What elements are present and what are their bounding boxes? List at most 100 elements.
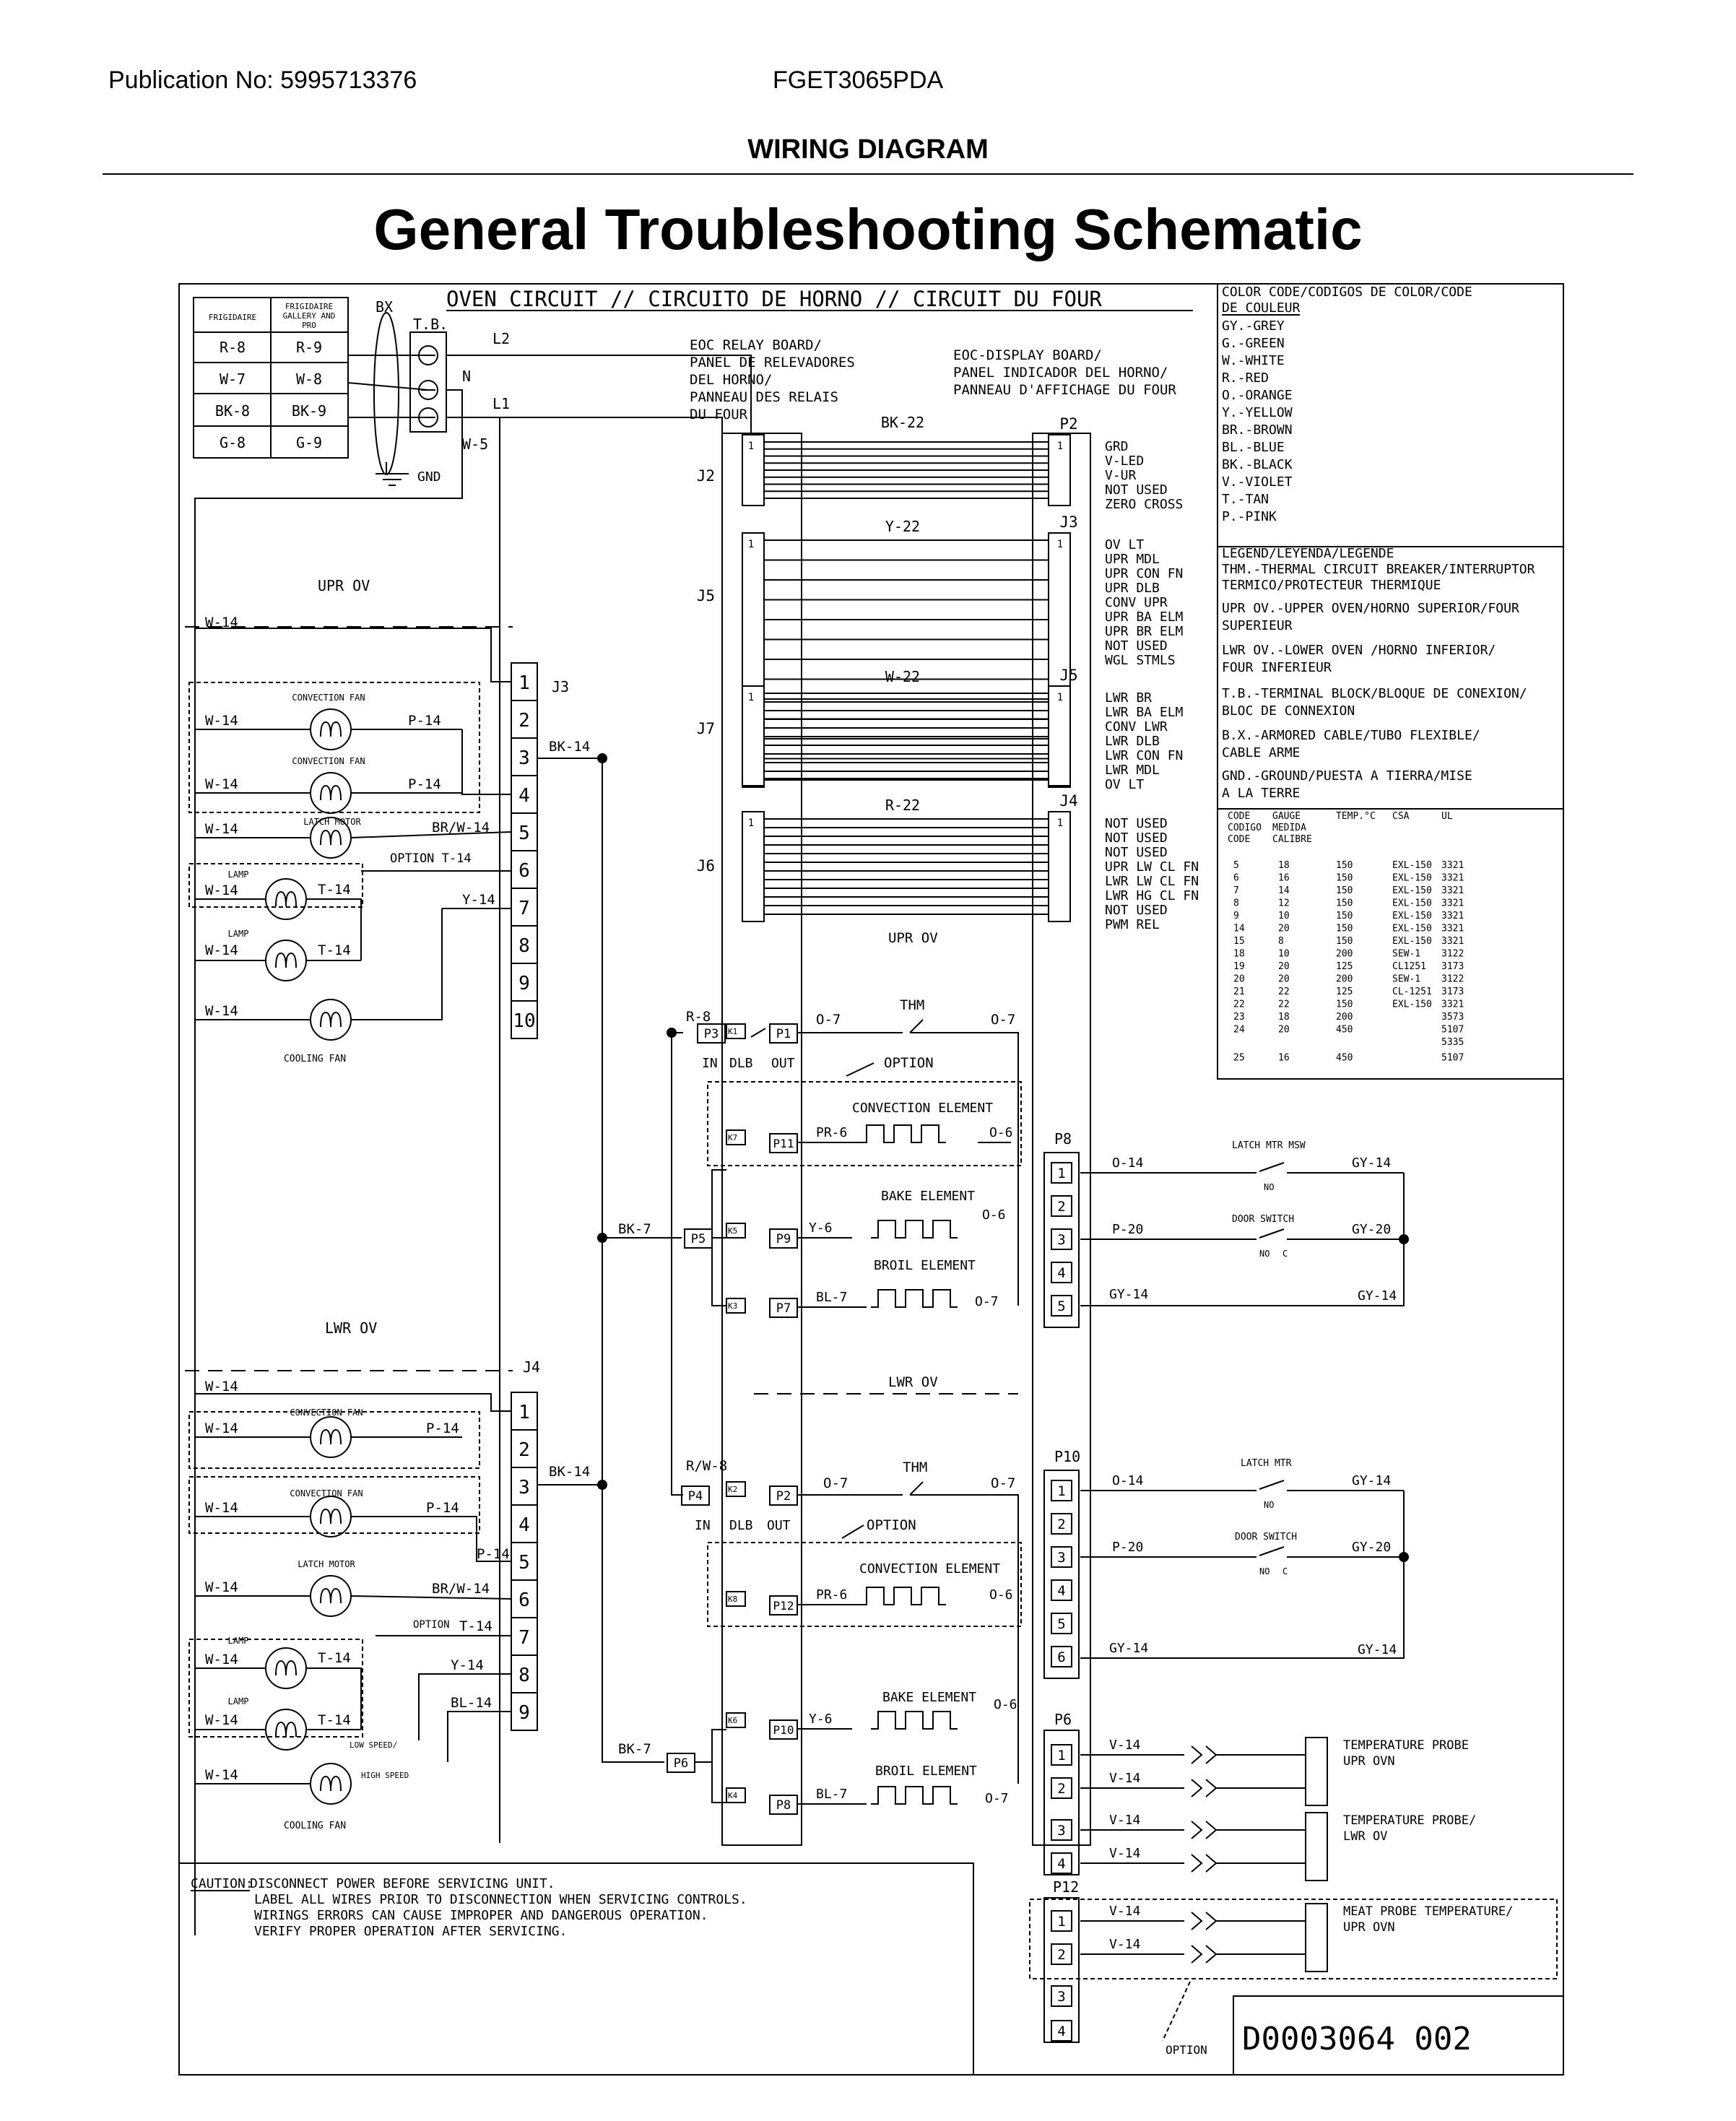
oven-circuit-title: OVEN CIRCUIT // CIRCUITO DE HORNO // CIR… (446, 287, 1102, 311)
p4-plug (681, 1485, 710, 1506)
harness-signal: UPR CON FN (1105, 566, 1183, 581)
gauge-header: CODE (1228, 811, 1250, 822)
legend-line: FOUR INFERIEUR (1222, 660, 1332, 675)
probe-connector (1191, 1854, 1203, 1873)
caution-label: CAUTION: (191, 1876, 253, 1891)
probe-connector (1191, 1779, 1203, 1797)
harness-signal: OV LT (1105, 537, 1144, 552)
thm-label: THM (900, 997, 924, 1013)
meat-probe-label: UPR OVN (1343, 1920, 1395, 1935)
brand-cell: W-7 (220, 370, 246, 388)
wire-y14 (351, 908, 443, 1020)
doc-number-box (1233, 1995, 1564, 2076)
header-rule (103, 173, 1633, 175)
w14-label: W-14 (205, 776, 238, 792)
j4-pin: 3 (518, 1477, 530, 1498)
lamp-box (188, 1639, 363, 1738)
j3-label: J3 (552, 678, 569, 695)
bl14-label: BL-14 (451, 1695, 492, 1711)
switch-contact (1259, 1546, 1285, 1556)
j4-label: J4 (523, 1358, 540, 1376)
convection-fan-box (188, 1411, 480, 1469)
wire-l2-to-relay (446, 355, 752, 433)
bx-label: BX (376, 298, 393, 316)
gauge-cell: 125 (1336, 986, 1353, 997)
p8-plug-label: P8 (776, 1798, 791, 1813)
gauge-header: CSA (1392, 811, 1410, 822)
k7-relay-label: K7 (728, 1133, 737, 1142)
harness-signal: NOT USED (1105, 482, 1168, 498)
p10-pin-num: 4 (1057, 1583, 1065, 1599)
doc-number: D0003064 002 (1242, 2021, 1472, 2057)
brand-header-gallery: PRO (302, 321, 316, 330)
motor-winding (275, 890, 297, 907)
gy14-label: GY-14 (1109, 1641, 1148, 1656)
pin-one: 1 (1057, 817, 1063, 829)
option-label: OPTION (884, 1055, 934, 1071)
probe-connector (1205, 1854, 1218, 1873)
harness-signal: PWM REL (1105, 917, 1160, 932)
latch-mtr-label: LATCH MTR (1241, 1458, 1292, 1469)
w14-label: W-14 (205, 1652, 238, 1667)
probe-connector (1205, 1779, 1218, 1797)
gauge-cell: 5107 (1441, 1025, 1464, 1036)
j4-pin: 1 (518, 1402, 530, 1423)
harness-wire-label: R-22 (885, 797, 920, 814)
option-label: OPTION (1166, 2043, 1207, 2057)
harness-wire-label: W-22 (885, 668, 920, 685)
harness-signal: NOT USED (1105, 638, 1168, 654)
p8-connector (1043, 1152, 1080, 1328)
switch-contact (1259, 1228, 1285, 1239)
convection-element-symbol (859, 1124, 946, 1143)
gauge-cell: 3573 (1441, 1012, 1464, 1023)
j4-pin: 8 (518, 1665, 530, 1686)
k5-relay-label: K5 (728, 1226, 737, 1236)
wire-neutral (194, 389, 463, 1935)
probe-connector (1191, 1912, 1203, 1930)
pin-one: 1 (1057, 441, 1063, 452)
lamp-box (188, 863, 363, 908)
harness-left-label: J2 (697, 467, 715, 485)
gauge-cell: 20 (1233, 974, 1245, 985)
legend-line: SUPERIEUR (1222, 618, 1293, 633)
gauge-cell: 8 (1233, 898, 1239, 909)
p12-pin-num: 3 (1057, 1989, 1065, 2005)
thm-symbol (909, 1481, 924, 1496)
k6-relay (726, 1712, 746, 1728)
broil-element-symbol (871, 1289, 958, 1308)
p3-plug-label: P3 (704, 1027, 719, 1041)
p5-plug-label: P5 (691, 1232, 706, 1246)
j3-pin: 10 (513, 1010, 535, 1032)
w14-label: W-14 (205, 615, 238, 630)
p6-pin (1051, 1852, 1072, 1874)
p10-pin-num: 2 (1057, 1517, 1065, 1532)
gauge-subheader: CODE (1228, 834, 1250, 845)
gauge-cell: EXL-150 (1392, 924, 1432, 934)
v14-label: V-14 (1109, 1738, 1140, 1753)
label-convection-fan: CONVECTION FAN (290, 1408, 363, 1418)
motor-winding (275, 952, 297, 968)
bake-element-label: BAKE ELEMENT (881, 1189, 975, 1204)
p14-label: P-14 (408, 776, 441, 792)
p12-pin-num: 2 (1057, 1947, 1065, 1963)
motor-winding (320, 1587, 342, 1604)
relay-board-title: PANEL DE RELEVADORES (690, 355, 855, 370)
j3-pin: 9 (518, 973, 530, 994)
t14-label: T-14 (318, 882, 351, 898)
p6-pin-num: 3 (1057, 1823, 1065, 1839)
motor-winding (320, 1011, 342, 1028)
j4-pin: 7 (518, 1627, 530, 1649)
lwr-ov-label-right: LWR OV (888, 1374, 938, 1390)
pin-one: 1 (1057, 539, 1063, 550)
pin-one: 1 (748, 692, 754, 703)
k5-relay (726, 1223, 746, 1239)
color-code-item: BK.-BLACK (1222, 457, 1293, 472)
p12-pin (1051, 1943, 1072, 1965)
w5-label: W-5 (462, 435, 488, 453)
harness-signal: WGL STMLS (1105, 653, 1176, 668)
k7-relay (726, 1129, 746, 1145)
gauge-cell: 19 (1233, 961, 1245, 972)
pin-one: 1 (748, 817, 754, 829)
p6-pin (1051, 1777, 1072, 1799)
p6-label: P6 (1054, 1711, 1072, 1728)
